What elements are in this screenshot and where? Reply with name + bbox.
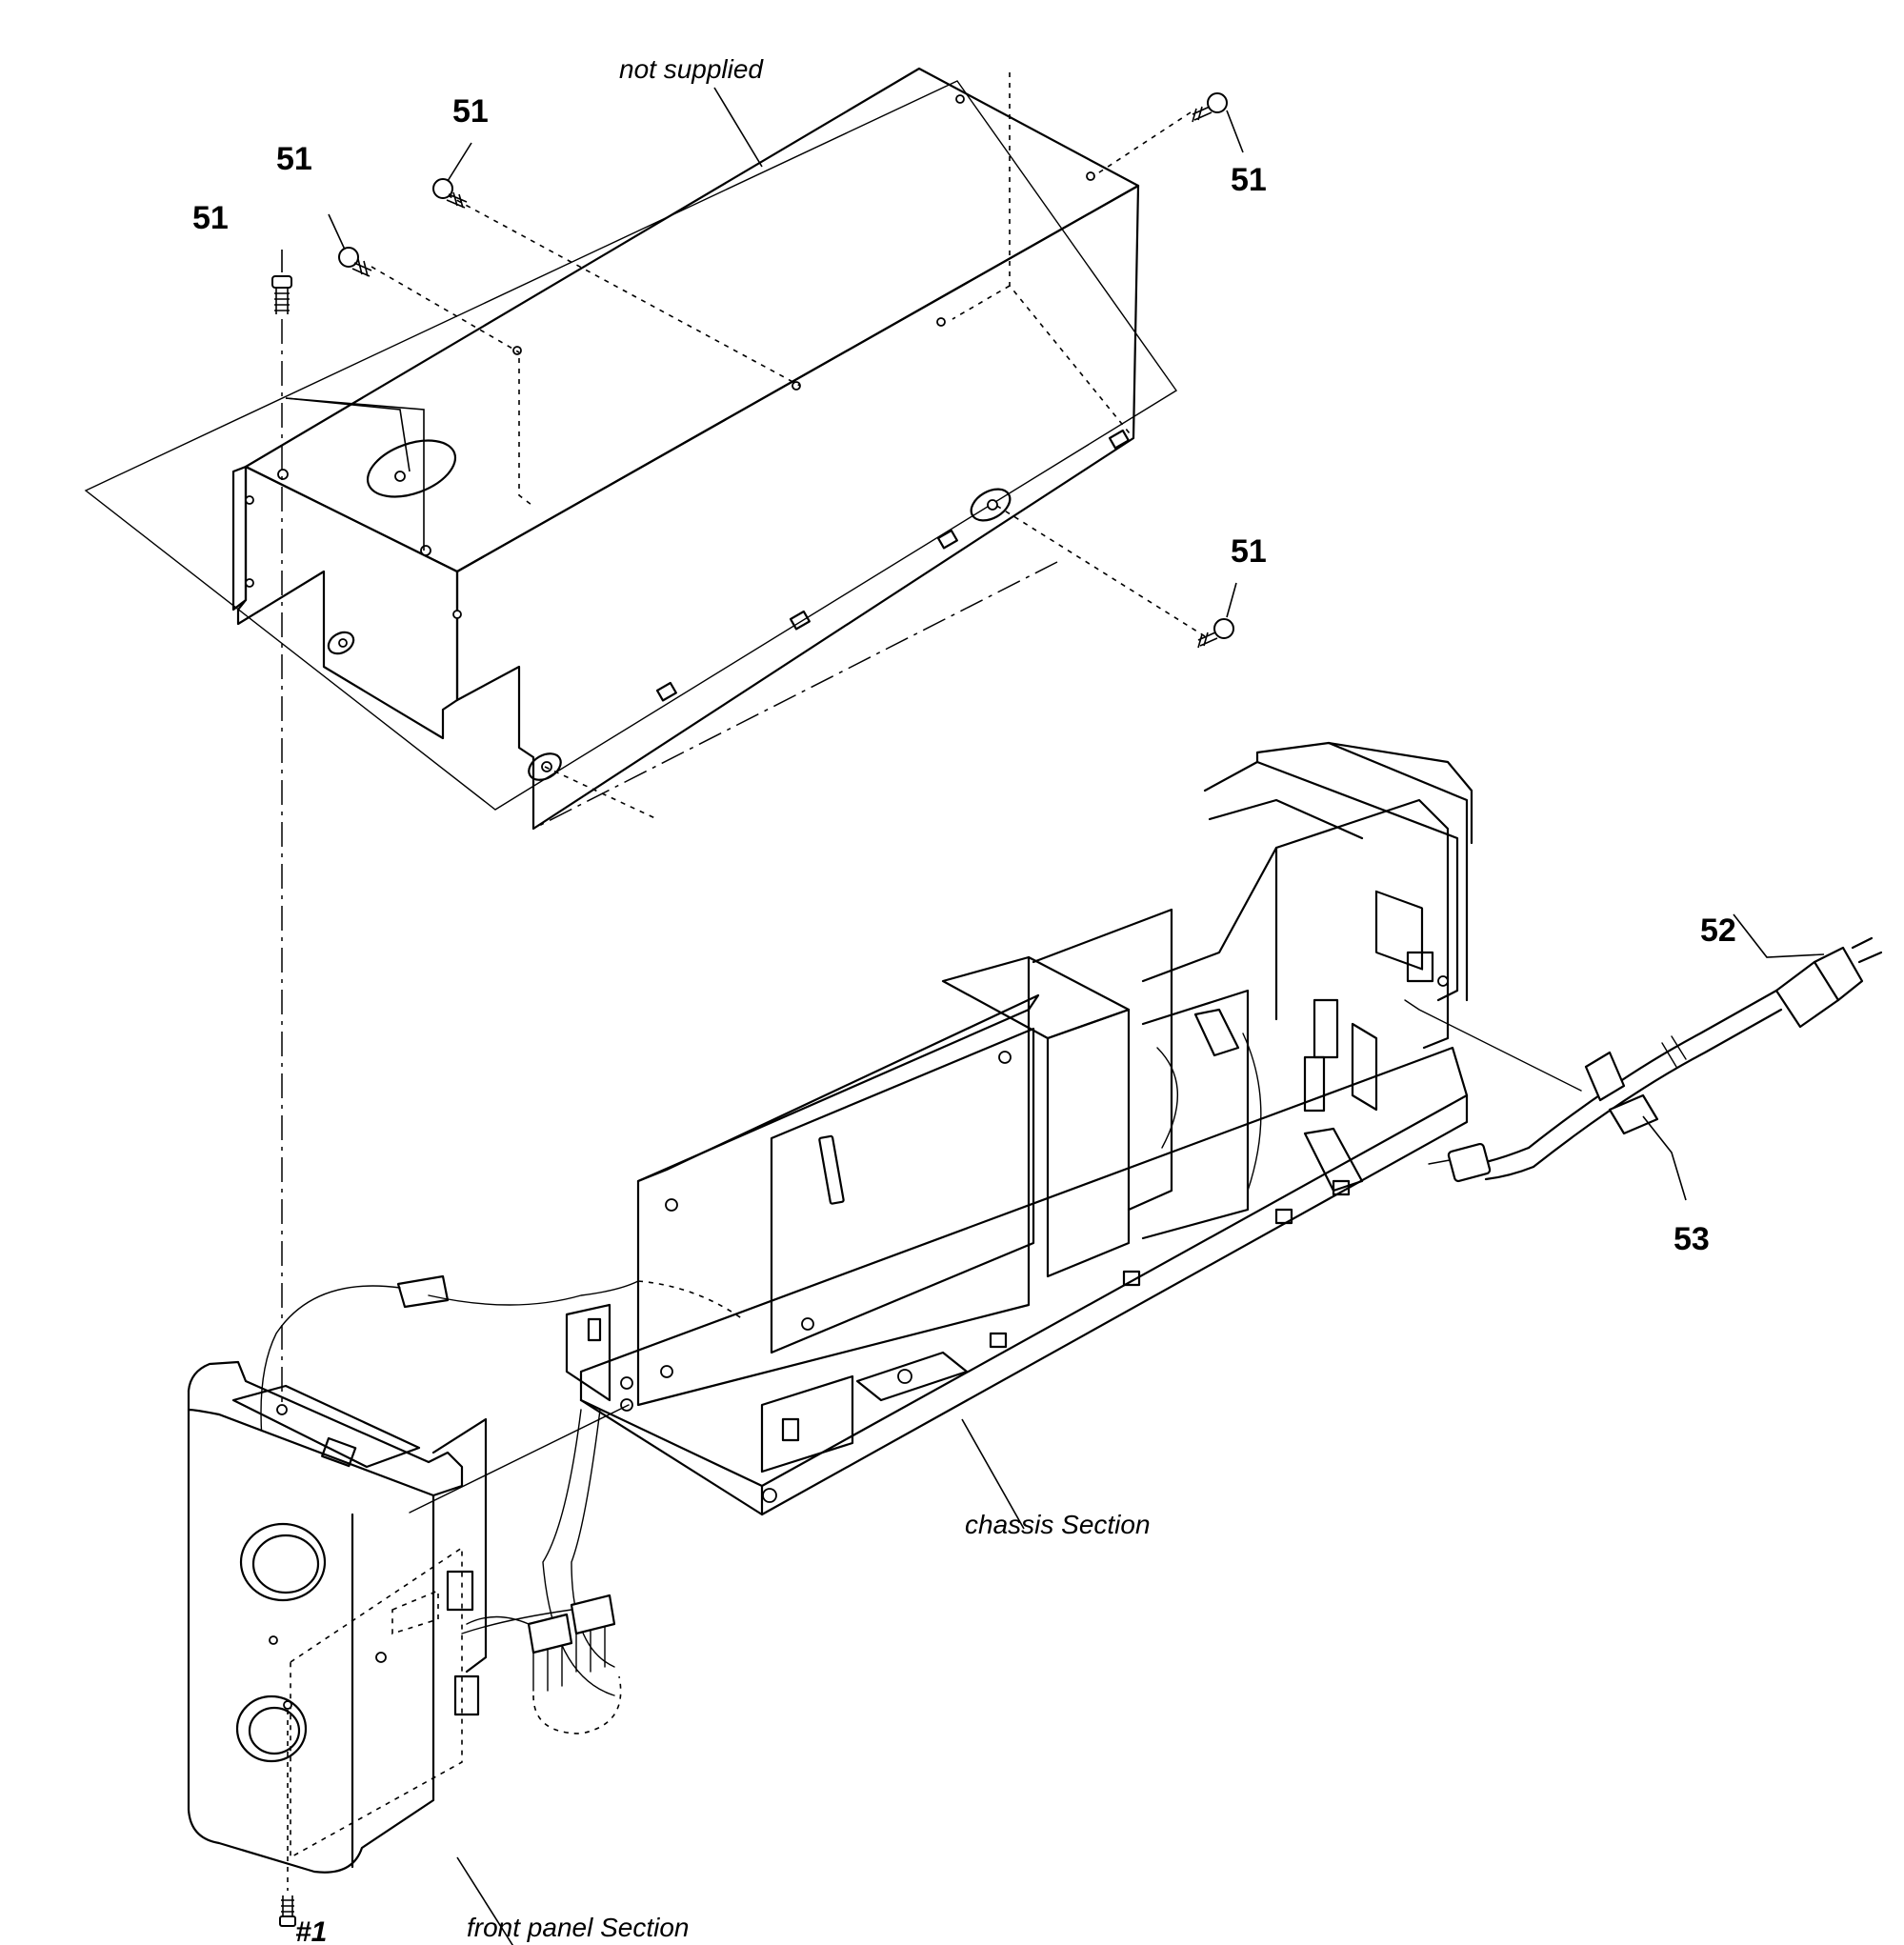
screw-top-mid	[432, 142, 472, 209]
label-front-panel-section: front panel Section	[467, 1913, 690, 1942]
part-number-51-e: 51	[1231, 533, 1267, 570]
chassis-section	[260, 741, 1473, 1696]
part-number-51-a: 51	[192, 200, 229, 236]
screw-top-mid-left	[328, 213, 372, 277]
screw-top-left	[271, 250, 292, 1410]
part-number-53: 53	[1674, 1221, 1710, 1257]
front-panel-section	[187, 1360, 630, 1945]
cord-clamp	[1404, 999, 1687, 1201]
part-number-51-c: 51	[452, 93, 489, 130]
part-number-51-d: 51	[1231, 162, 1267, 198]
top-cover	[84, 67, 1178, 831]
part-number-51-b: 51	[276, 141, 312, 177]
screw-top-right	[1192, 92, 1244, 153]
label-screw-1: #1	[295, 1916, 327, 1945]
screw-side-right	[1197, 582, 1237, 649]
label-not-supplied: not supplied	[619, 54, 764, 84]
part-number-52: 52	[1700, 912, 1736, 949]
label-chassis-section: chassis Section	[965, 1510, 1151, 1539]
power-cord	[1428, 913, 1883, 1183]
